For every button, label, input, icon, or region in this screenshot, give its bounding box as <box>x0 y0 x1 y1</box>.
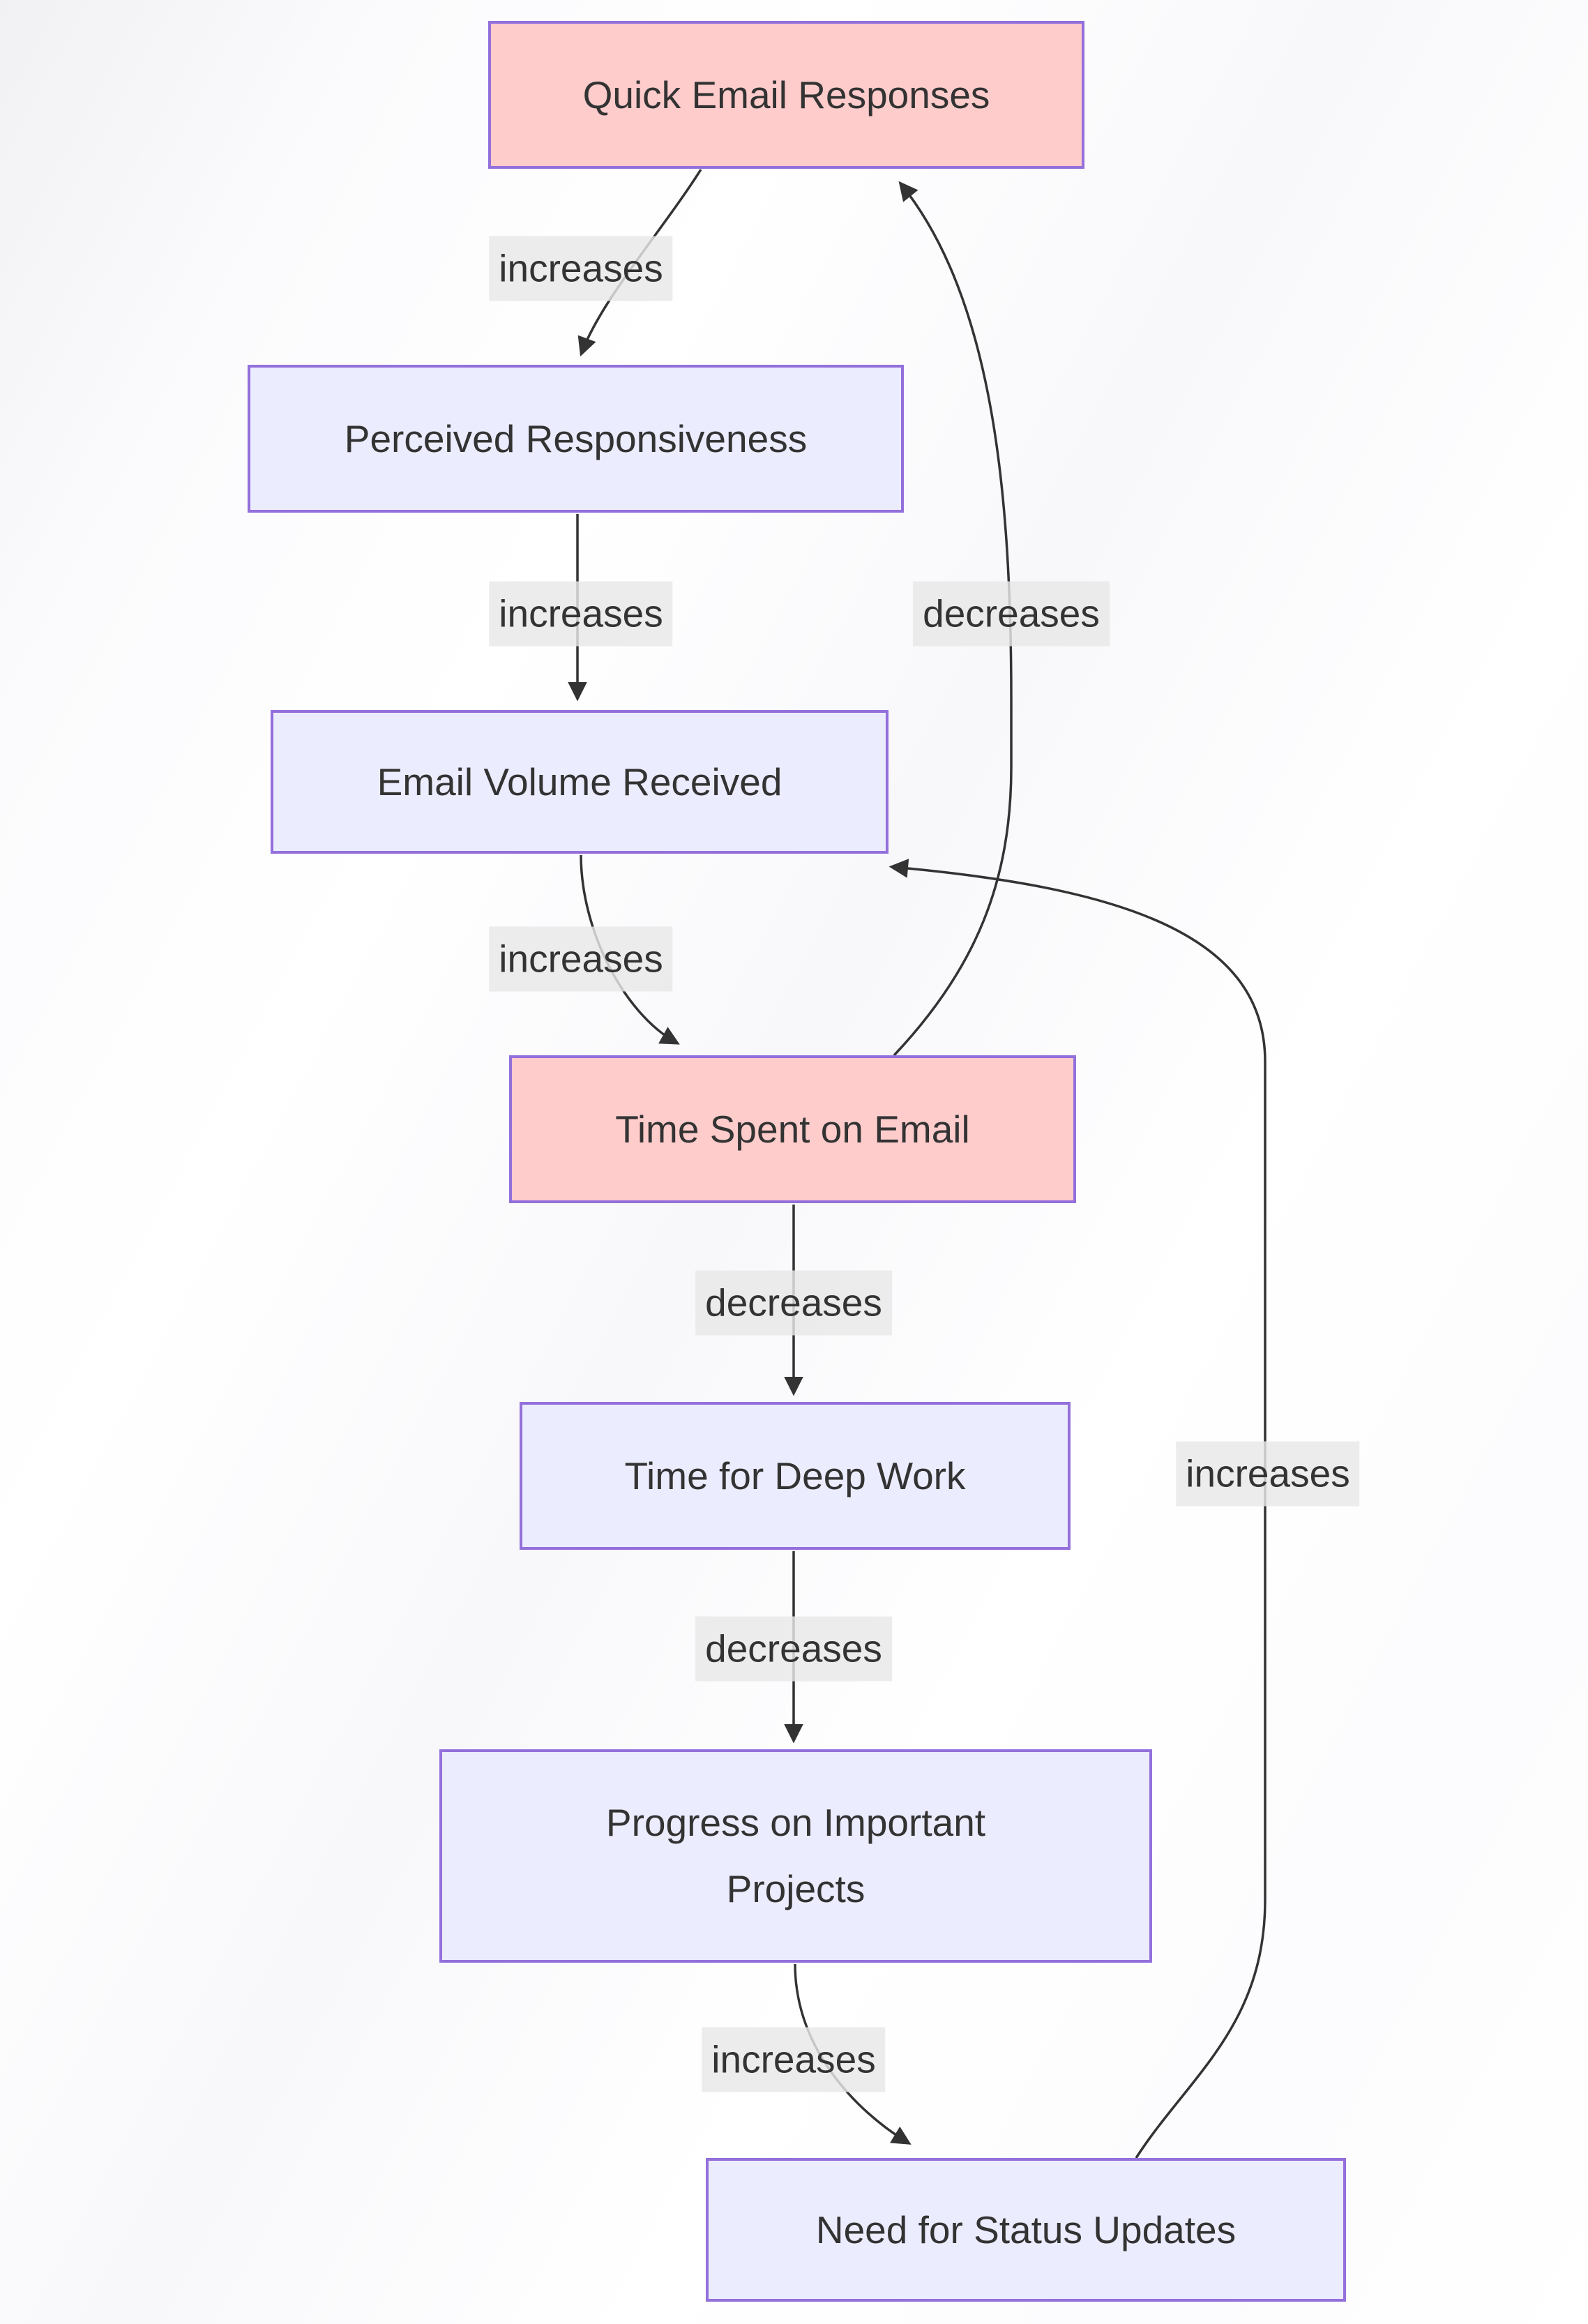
edge-label-volume-to-timespent: increases <box>489 926 673 992</box>
edge-label-progress-to-status: increases <box>702 2027 886 2092</box>
node-label: Perceived Responsiveness <box>344 416 808 460</box>
node-label: Quick Email Responses <box>582 73 990 116</box>
node-label: Email Volume Received <box>377 760 782 803</box>
node-label: Progress on Important Projects <box>605 1801 986 1910</box>
node-label: Time Spent on Email <box>615 1107 970 1151</box>
node-email-volume-received: Email Volume Received <box>271 710 888 854</box>
node-time-for-deep-work: Time for Deep Work <box>520 1402 1071 1550</box>
node-quick-email-responses: Quick Email Responses <box>488 21 1084 169</box>
edge-label-timespent-to-quick: decreases <box>913 581 1110 647</box>
node-time-spent-on-email: Time Spent on Email <box>509 1055 1076 1203</box>
edge-label-deepwork-to-progress: decreases <box>695 1616 892 1682</box>
node-progress-on-important-projects: Progress on Important Projects <box>439 1749 1152 1963</box>
edge-label-timespent-to-deepwork: decreases <box>695 1270 892 1336</box>
edge-timespent-to-quick <box>893 181 1013 1057</box>
node-label: Time for Deep Work <box>624 1454 966 1497</box>
node-label: Need for Status Updates <box>815 2208 1237 2251</box>
edge-label-status-to-volume: increases <box>1176 1441 1360 1507</box>
edge-label-quick-to-perceived: increases <box>489 236 673 301</box>
edge-label-perceived-to-volume: increases <box>489 581 673 647</box>
edge-status-to-volume <box>888 859 1266 2159</box>
node-perceived-responsiveness: Perceived Responsiveness <box>248 365 904 513</box>
node-need-for-status-updates: Need for Status Updates <box>706 2158 1346 2302</box>
